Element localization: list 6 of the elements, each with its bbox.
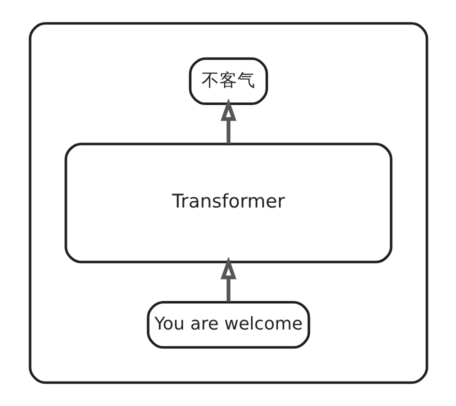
node-box: 不客气 [188, 57, 268, 106]
arrow [220, 256, 236, 302]
cluster [28, 22, 428, 384]
node-box: Transformer [64, 142, 392, 264]
arrow [220, 98, 236, 144]
node-box: You are welcome [146, 300, 310, 349]
